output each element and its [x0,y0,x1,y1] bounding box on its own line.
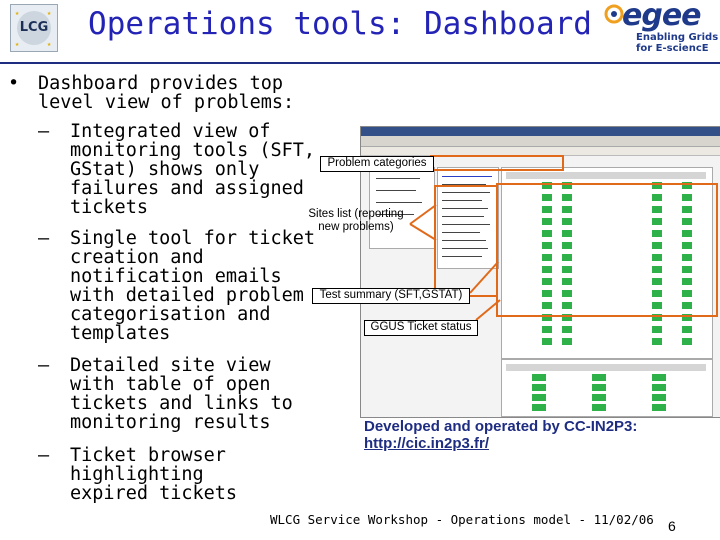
dashboard-screenshot [360,126,720,418]
sub-bullet-3: Detailed site view with table of open ti… [70,355,293,433]
dash-marker: – [38,445,50,466]
egee-swirl-icon [604,4,624,24]
credit-text: Developed and operated by CC-IN2P3: [364,418,638,435]
star-icon: ★ [47,9,52,17]
screenshot-sites-panel [437,167,499,269]
main-bullet-text: Dashboard provides top level view of pro… [38,73,295,113]
sub-bullet-4: Ticket browser highlighting expired tick… [70,445,238,504]
callout-problem-categories: Problem categories [320,156,434,172]
screenshot-summary-table [501,167,713,359]
slide-title: Operations tools: Dashboard [88,6,592,42]
dash-marker: – [38,228,50,249]
callout-ggus-status: GGUS Ticket status [364,320,478,336]
bullet-marker: • [8,73,20,94]
dash-marker: – [38,355,50,376]
footer-text: WLCG Service Workshop - Operations model… [270,512,654,527]
lcg-logo: ★ ★ ★ ★ LCG [10,4,58,52]
star-icon: ★ [15,9,20,17]
page-number: 6 [668,518,676,534]
credit-block: Developed and operated by CC-IN2P3: http… [364,418,714,452]
screenshot-titlebar [361,127,720,136]
star-icon: ★ [15,40,20,48]
dash-marker: – [38,121,50,142]
callout-sites-list: Sites list (reporting new problems) [308,208,404,233]
sub-bullet-2: Single tool for ticket creation and noti… [70,228,316,344]
egee-logo: egee Enabling Grids for E-sciencE [598,0,720,60]
lcg-logo-text: LCG [19,20,49,35]
credit-link[interactable]: http://cic.in2p3.fr/ [364,435,490,452]
screenshot-ticket-table [501,359,713,417]
egee-tagline-1: Enabling Grids [636,32,719,43]
header-divider [0,62,720,64]
egee-tagline-2: for E-sciencE [636,43,709,54]
screenshot-toolbar [361,136,720,147]
star-icon: ★ [47,40,52,48]
highlight-summary [496,183,718,317]
sub-bullet-1: Integrated view of monitoring tools (SFT… [70,121,316,218]
lcg-logo-circle [17,11,51,45]
egee-logo-word: egee [622,0,702,33]
callout-test-summary: Test summary (SFT,GSTAT) [312,288,470,304]
